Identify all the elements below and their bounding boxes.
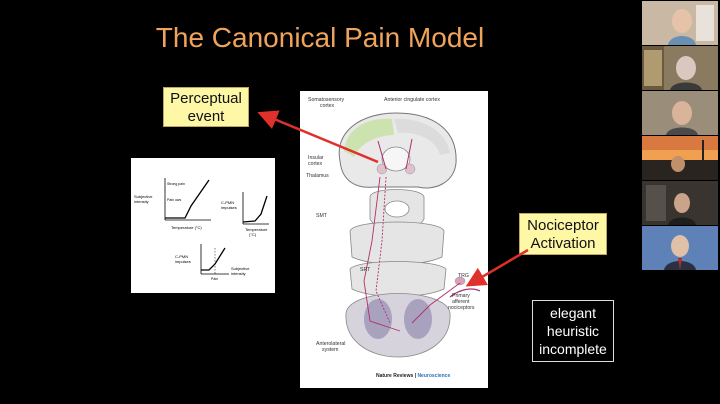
note-line-1: elegant bbox=[550, 305, 596, 321]
graph3-xlabel-1: Subjective bbox=[231, 266, 250, 271]
brainstem-section-3 bbox=[349, 261, 447, 297]
participant-video-2 bbox=[642, 46, 718, 90]
participant-video-6 bbox=[642, 226, 718, 270]
label-thalamus: Thalamus bbox=[306, 173, 329, 179]
graph1-annotation-1: Strong pain bbox=[167, 182, 185, 186]
spinal-cord-section bbox=[345, 276, 481, 358]
video-participant-strip bbox=[640, 0, 720, 404]
graph-cpmn-vs-temperature: C-PMN impulses Temperature (°C) bbox=[221, 192, 269, 237]
note-line-2: heuristic bbox=[546, 323, 600, 339]
pain-pathway-figure: Somatosensory cortex Anterior cingulate … bbox=[300, 91, 488, 388]
label-smt: SMT bbox=[316, 213, 328, 219]
label-srt: SRT bbox=[360, 267, 371, 273]
label-primary-3: nociceptors bbox=[448, 305, 475, 311]
slide-title: The Canonical Pain Model bbox=[155, 22, 485, 53]
graph2-ylabel-2: impulses bbox=[221, 205, 237, 210]
graph1-annotation-2: Pain ows bbox=[167, 198, 181, 202]
summary-note-box: elegant heuristic incomplete bbox=[532, 300, 614, 362]
caption-divider: | bbox=[413, 373, 418, 379]
participant-tile-3[interactable] bbox=[642, 91, 718, 135]
graph3-xlabel-2: intensity bbox=[231, 271, 246, 276]
figure-caption: Nature Reviews | Neuroscience bbox=[376, 373, 450, 379]
label-anterolateral-2: system bbox=[322, 347, 338, 353]
label-primary-2: afferent bbox=[452, 299, 470, 305]
graph3-pain-label: Pain bbox=[211, 277, 218, 281]
ascending-pathway-lines bbox=[363, 176, 461, 332]
label-primary-1: Primary bbox=[452, 293, 470, 299]
participant-video-5 bbox=[642, 181, 718, 225]
perceptual-line-2: event bbox=[187, 108, 225, 125]
graph2-ylabel-1: C-PMN bbox=[221, 200, 234, 205]
label-insular-2: cortex bbox=[308, 161, 323, 167]
perceptual-line-1: Perceptual bbox=[170, 90, 242, 107]
graph2-xlabel-2: (°C) bbox=[249, 232, 257, 237]
label-trg: TRG bbox=[458, 273, 469, 279]
participant-video-1 bbox=[642, 1, 718, 45]
brainstem-section-2 bbox=[349, 221, 445, 265]
caption-journal: Neuroscience bbox=[417, 373, 451, 379]
participant-tile-2[interactable] bbox=[642, 46, 718, 90]
graph3-ylabel-2: impulses bbox=[175, 259, 191, 264]
label-somatosensory-2: cortex bbox=[320, 103, 335, 109]
note-line-3: incomplete bbox=[539, 341, 607, 357]
participant-tile-5[interactable] bbox=[642, 181, 718, 225]
nociceptor-line-1: Nociceptor bbox=[527, 217, 599, 234]
figure-labels: Somatosensory cortex Anterior cingulate … bbox=[306, 97, 475, 353]
psychophysics-graphs: Subjective intensity Temperature (°C) St… bbox=[131, 158, 275, 293]
presentation-slide: The Canonical Pain Model Subjective inte… bbox=[131, 22, 614, 388]
label-anterolateral-1: Anterolateral bbox=[316, 341, 345, 347]
nociceptor-line-2: Activation bbox=[530, 235, 596, 252]
graph3-ylabel-1: C-PMN bbox=[175, 254, 188, 259]
graph-cpmn-vs-subjective: C-PMN impulses Subjective intensity Pain bbox=[175, 244, 250, 281]
participant-tile-4[interactable] bbox=[642, 136, 718, 180]
graph2-xlabel-1: Temperature bbox=[245, 227, 268, 232]
participant-tile-6[interactable] bbox=[642, 226, 718, 270]
graph1-xlabel: Temperature (°C) bbox=[171, 225, 202, 230]
graph1-ylabel-1: Subjective bbox=[134, 194, 153, 199]
brain-coronal-section bbox=[338, 112, 457, 189]
perceptual-event-callout: Perceptual event bbox=[163, 87, 249, 127]
caption-source: Nature Reviews bbox=[376, 373, 414, 379]
label-acc: Anterior cingulate cortex bbox=[384, 97, 440, 103]
participant-video-3 bbox=[642, 91, 718, 135]
graph-subjective-vs-temperature: Subjective intensity Temperature (°C) St… bbox=[134, 178, 211, 230]
label-somatosensory-1: Somatosensory bbox=[308, 97, 344, 103]
participant-tile-1[interactable] bbox=[642, 1, 718, 45]
participant-video-4 bbox=[642, 136, 718, 180]
graph1-ylabel-2: intensity bbox=[134, 199, 149, 204]
nociceptor-activation-callout: Nociceptor Activation bbox=[519, 213, 607, 255]
